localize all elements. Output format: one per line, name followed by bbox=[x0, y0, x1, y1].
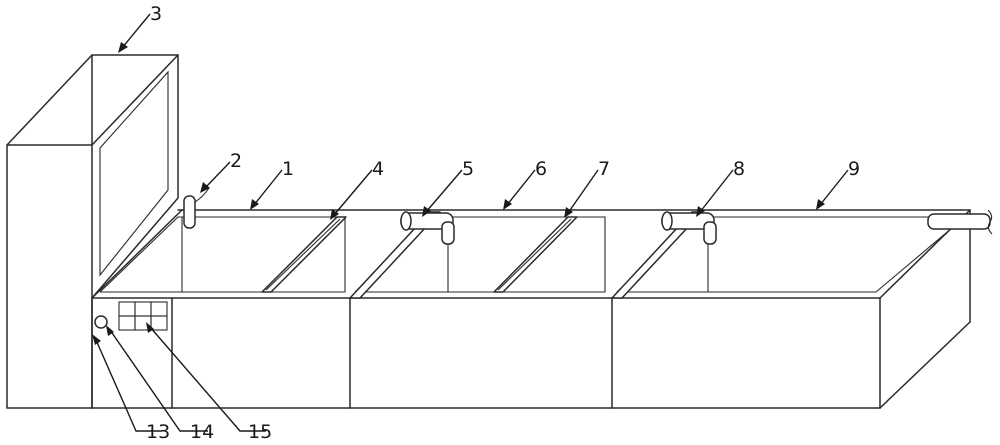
label-8: 8 bbox=[733, 158, 745, 180]
label-5: 5 bbox=[462, 158, 474, 180]
label-6: 6 bbox=[535, 158, 547, 180]
inlet-pipe-2 bbox=[183, 187, 210, 229]
label-15: 15 bbox=[248, 421, 272, 443]
label-2: 2 bbox=[230, 150, 242, 172]
label-3: 3 bbox=[150, 3, 162, 25]
leaders bbox=[92, 13, 849, 432]
label-7: 7 bbox=[598, 158, 610, 180]
filter-plate-4 bbox=[261, 216, 347, 293]
label-14: 14 bbox=[190, 421, 214, 443]
trough-body bbox=[91, 209, 971, 409]
label-13: 13 bbox=[146, 421, 170, 443]
pump-5 bbox=[400, 211, 455, 245]
control-cabinet bbox=[6, 54, 179, 409]
reference-numerals: 3 2 1 4 5 6 7 8 9 13 14 15 bbox=[146, 3, 860, 443]
pump-8 bbox=[661, 211, 717, 245]
filter-plate-7 bbox=[493, 216, 578, 293]
control-panel bbox=[94, 301, 168, 331]
outlet-pipe bbox=[927, 209, 993, 235]
label-1: 1 bbox=[282, 158, 294, 180]
label-4: 4 bbox=[372, 158, 384, 180]
label-9: 9 bbox=[848, 158, 860, 180]
